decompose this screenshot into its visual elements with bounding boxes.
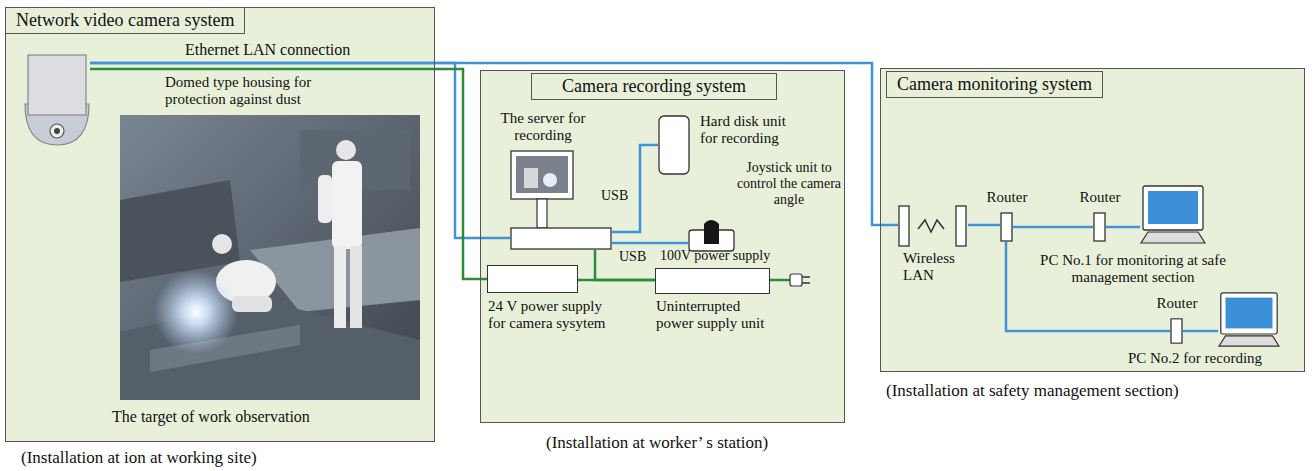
connector [90, 63, 898, 225]
camera-dome: Domed type housing for protection agains… [24, 54, 90, 146]
node-label: PC No.1 for monitoring at safe managemen… [1018, 252, 1248, 287]
hard-disk-unit: Hard disk unit for recording [658, 115, 690, 175]
camera-dome-icon [24, 54, 90, 146]
system-panel: Network video camera system(Installation… [5, 7, 435, 442]
router-icon [1093, 212, 1106, 242]
panel-caption: (Installation at ion at working site) [21, 448, 257, 468]
hard-disk-icon [658, 115, 690, 175]
panel-title: Camera monitoring system [886, 71, 1103, 98]
panel-caption: (Installation at worker’ s station) [546, 433, 768, 453]
connector-label: USB [617, 249, 648, 265]
server-icon [510, 150, 612, 250]
panel-ground [5, 7, 435, 442]
router-icon [1170, 318, 1183, 344]
wireless-lan-icon [898, 205, 968, 247]
node-label: Router [1074, 189, 1126, 206]
panel-ground [880, 68, 1305, 372]
joystick-icon [688, 218, 735, 252]
connector [1013, 226, 1093, 229]
connector [578, 279, 655, 282]
node-label: Router [981, 189, 1033, 206]
panel-title: Network video camera system [5, 7, 245, 34]
node-label: PC No.2 for recording [1110, 350, 1280, 367]
connector [1106, 226, 1140, 229]
connector [612, 242, 688, 245]
connector-label: USB [599, 188, 630, 204]
connector [968, 224, 1000, 227]
system-panel: Camera monitoring system(Installation at… [880, 68, 1305, 372]
pc-icon [1140, 185, 1206, 245]
node-label: Joystick unit to control the camera angl… [735, 160, 843, 208]
pc-terminal: PC No.2 for recording [1218, 292, 1280, 348]
power-supply-box: 24 V power supply for camera sysytem [487, 265, 578, 293]
joystick-unit: Joystick unit to control the camera angl… [688, 218, 735, 252]
node-label: 24 V power supply for camera sysytem [488, 298, 613, 333]
pc-terminal: PC No.1 for monitoring at safe managemen… [1140, 185, 1206, 245]
node-label: Uninterrupted power supply unit [656, 298, 776, 333]
note-label: 100V power supply [660, 248, 770, 264]
panel-caption: (Installation at safety management secti… [886, 381, 1179, 401]
work-site-photo [120, 115, 420, 400]
power-plug [770, 274, 810, 286]
router-box: Router [1170, 318, 1183, 344]
node-label: The server for recording [493, 110, 593, 145]
node-label: Wireless LAN [903, 250, 965, 285]
server-unit: The server for recording [510, 150, 612, 250]
router-box: Router [1093, 212, 1106, 242]
connector [595, 250, 655, 280]
node-label: Domed type housing for protection agains… [165, 74, 330, 109]
ups-box: Uninterrupted power supply unit [655, 268, 770, 294]
router-box: Router [1000, 212, 1013, 242]
panel-ground [480, 70, 845, 423]
connector [90, 63, 510, 238]
connector [90, 69, 487, 279]
wireless-lan: Wireless LAN [898, 205, 968, 247]
connector [1183, 330, 1218, 333]
note-label: The target of work observation [112, 408, 310, 426]
node-label: Hard disk unit for recording [700, 113, 800, 148]
panel-title: Camera recording system [531, 73, 777, 100]
pc-icon [1218, 292, 1280, 348]
system-panel: Camera recording system(Installation at … [480, 70, 845, 423]
connector-label: Ethernet LAN connection [185, 41, 350, 59]
router-icon [1000, 212, 1013, 242]
node-label: Router [1151, 295, 1203, 312]
